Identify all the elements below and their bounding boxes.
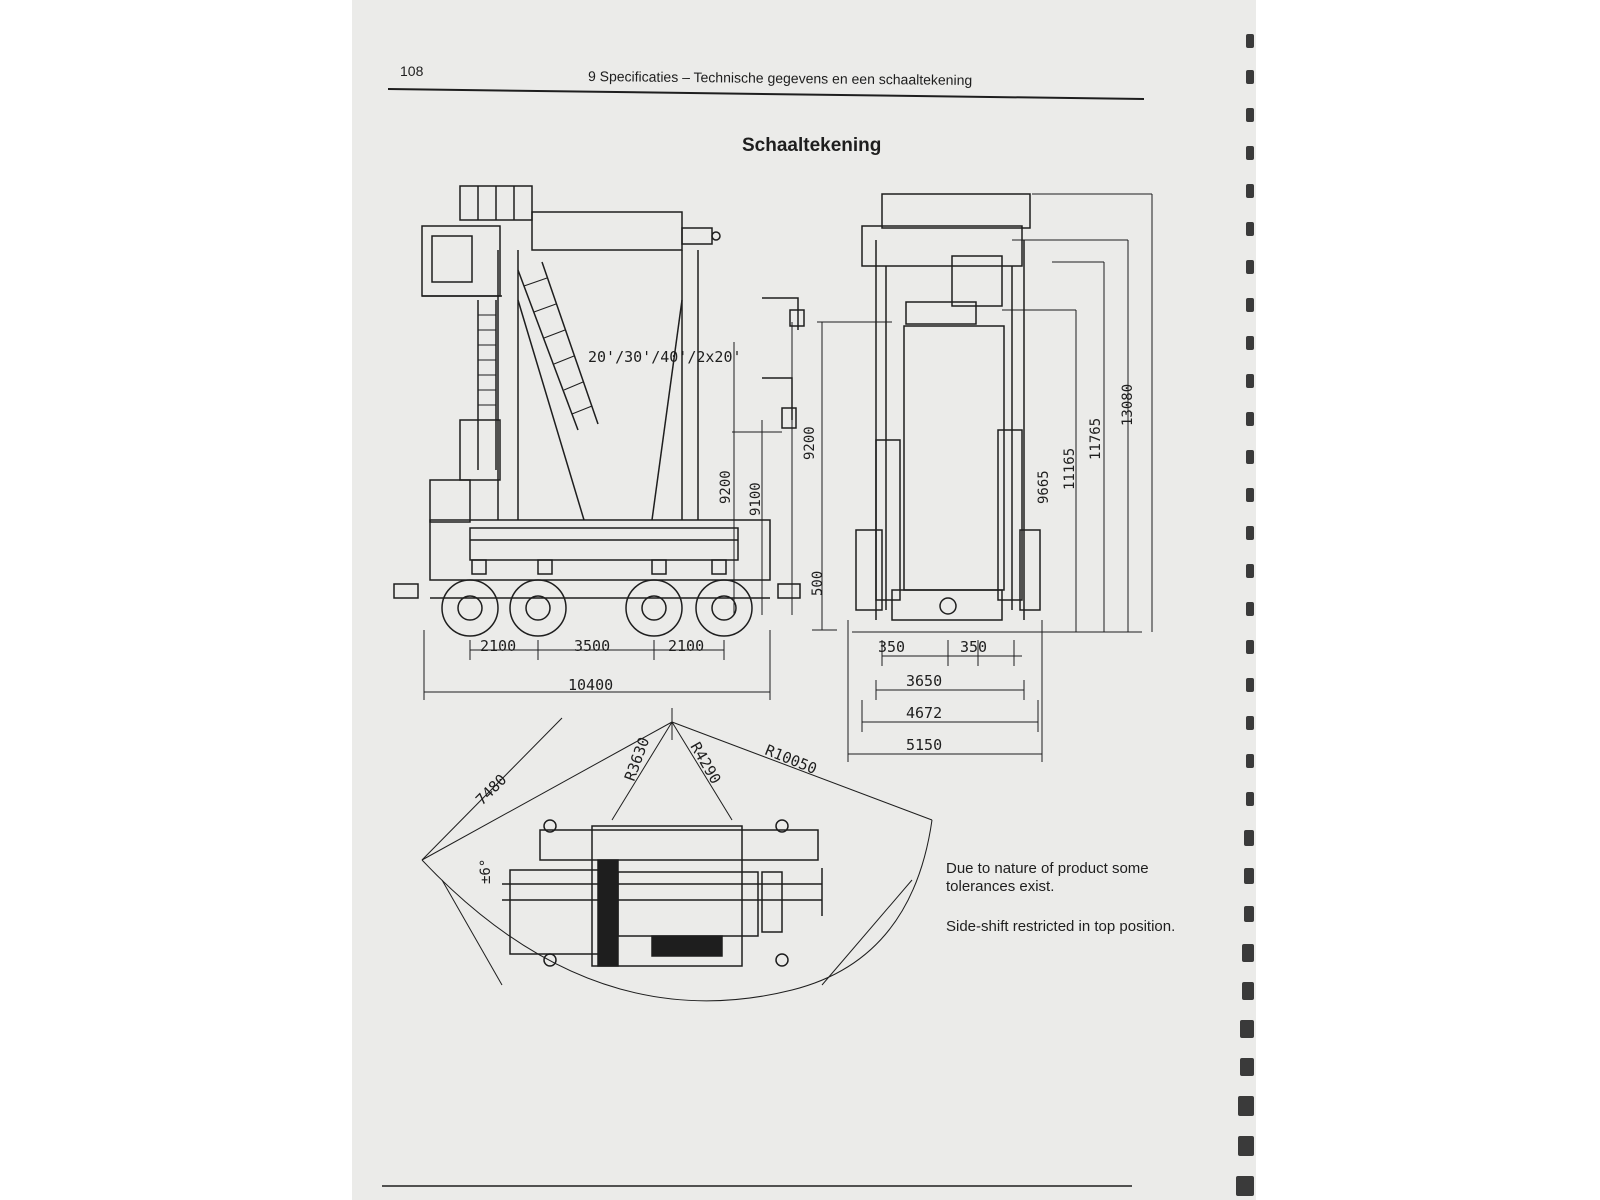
side-height-4: 500 [810,571,826,596]
rear-height-4: 13080 [1120,384,1136,426]
container-sizes-label: 20'/30'/40'/2x20' [588,348,742,366]
rear-view-drawing [847,193,1153,762]
section-title: Schaaltekening [742,135,882,156]
side-shift-note: Side-shift restricted in top position. [946,918,1176,935]
wheelbase-2: 3500 [574,637,610,655]
tilt-angle: ±6° [478,859,494,884]
spacing-2: 350 [960,638,987,656]
wheelbase-3: 2100 [668,637,704,655]
dimension-labels: 20'/30'/40'/2x20' 9200 9100 9200 500 210… [472,348,1136,884]
side-height-3: 9200 [802,426,818,460]
side-view-drawing [393,185,892,700]
wheelbase-1: 2100 [480,637,516,655]
rear-height-3: 11765 [1088,418,1104,460]
width-5150: 5150 [906,736,942,754]
overall-length: 10400 [568,676,613,694]
spiral-binding [1236,34,1254,1196]
manual-page: 108 9 Specificaties – Technische gegeven… [352,0,1256,1200]
radius-r3630: R3630 [621,735,653,784]
turning-diagram [421,708,933,1002]
radius-r4290: R4290 [687,739,725,787]
turning-width: 7480 [472,771,510,809]
rear-height-1: 9665 [1036,470,1052,504]
page-number: 108 [400,63,424,79]
width-4672: 4672 [906,704,942,722]
rear-height-2: 11165 [1062,448,1078,490]
tolerance-note: Due to nature of product some tolerances… [946,860,1149,895]
radius-r10050: R10050 [763,741,820,778]
spacing-1: 350 [878,638,905,656]
width-3650: 3650 [906,672,942,690]
side-height-1: 9200 [718,470,734,504]
header-rule [382,88,1145,1187]
side-height-2: 9100 [748,482,764,516]
